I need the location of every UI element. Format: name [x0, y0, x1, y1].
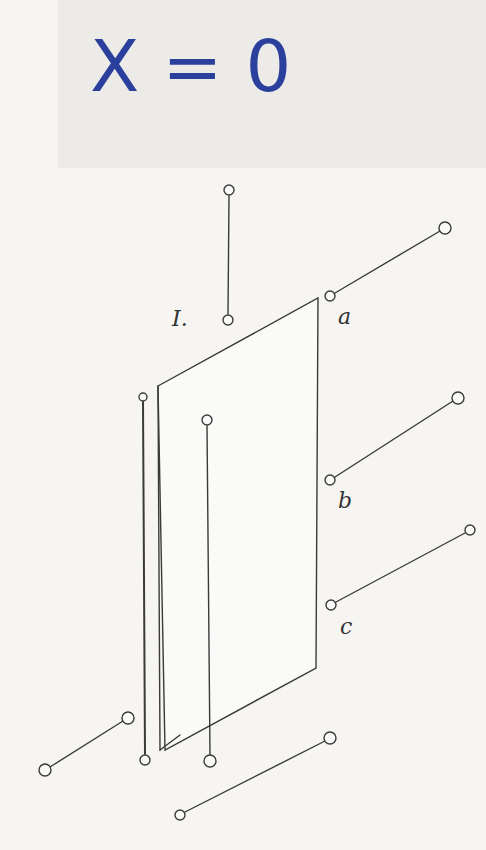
wire	[228, 196, 229, 314]
terminal-label: b	[338, 490, 352, 512]
wire	[336, 533, 465, 602]
wire	[335, 401, 453, 477]
wire	[207, 426, 210, 755]
terminals	[39, 185, 475, 820]
plate-corner	[160, 735, 180, 750]
title: X = 0	[90, 30, 291, 102]
wire	[335, 231, 440, 293]
terminal-label: c	[340, 616, 352, 638]
plate-thickness	[143, 402, 145, 754]
plate	[158, 298, 318, 750]
plate-edge	[158, 386, 160, 750]
terminal-label: a	[338, 306, 351, 328]
wire	[185, 741, 325, 812]
wire	[50, 721, 123, 767]
terminal-label: I.	[172, 308, 188, 330]
scan-header	[58, 0, 486, 168]
